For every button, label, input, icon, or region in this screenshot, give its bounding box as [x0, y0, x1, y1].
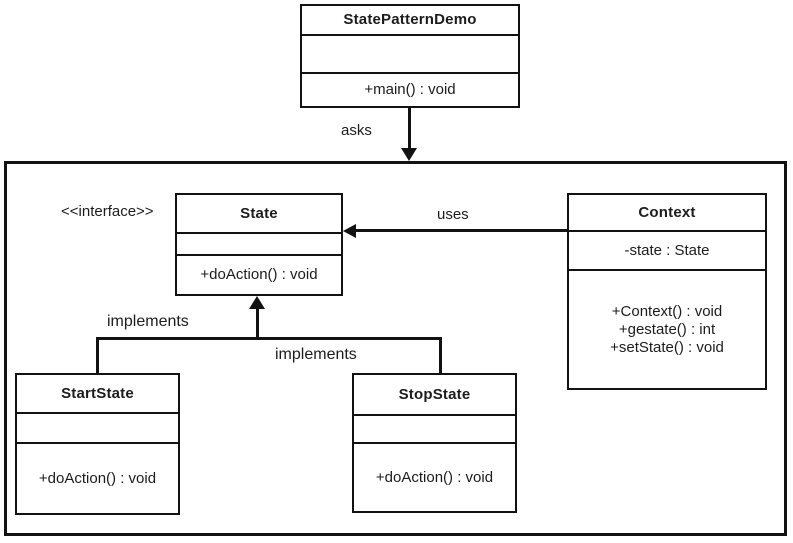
- implements-connector-horizontal-line: [96, 337, 442, 340]
- class-box-stopstate: StopState +doAction() : void: [352, 373, 517, 513]
- pattern-boundary-frame: [4, 161, 787, 536]
- attributes-compartment-startstate: [17, 412, 178, 442]
- implements-arrow-line: [256, 308, 259, 339]
- method-context-constructor: +Context() : void: [611, 302, 723, 320]
- class-name-context: Context: [638, 203, 696, 221]
- class-name-state: State: [240, 204, 278, 222]
- method-statepatterndemo-main: +main() : void: [364, 81, 456, 98]
- class-name-statepatterndemo: StatePatternDemo: [343, 11, 477, 28]
- uses-arrowhead-left-icon: [343, 224, 356, 238]
- method-state-doaction: +doAction() : void: [200, 266, 318, 283]
- method-startstate-doaction: +doAction() : void: [38, 469, 157, 487]
- class-name-stopstate: StopState: [398, 385, 471, 403]
- attribute-context-state: -state : State: [624, 241, 710, 259]
- uses-arrow-line: [355, 229, 567, 232]
- class-box-startstate: StartState +doAction() : void: [15, 373, 180, 515]
- implements-connector-right-line: [439, 337, 442, 373]
- attributes-compartment-state: [177, 232, 341, 254]
- class-box-statepatterndemo: StatePatternDemo +main() : void: [300, 4, 520, 108]
- class-box-context: Context -state : State +Context() : void…: [567, 193, 767, 390]
- method-stopstate-doaction: +doAction() : void: [375, 468, 494, 486]
- implements-connector-left-line: [96, 337, 99, 373]
- class-name-startstate: StartState: [61, 384, 134, 402]
- method-context-gestate: +gestate() : int: [618, 320, 716, 338]
- asks-arrow-line: [408, 108, 411, 150]
- class-box-state: State +doAction() : void: [175, 193, 343, 296]
- implements-label-stopstate: implements: [275, 346, 357, 363]
- interface-stereotype-label: <<interface>>: [61, 203, 154, 220]
- method-context-setstate: +setState() : void: [610, 338, 724, 356]
- attributes-compartment-stopstate: [354, 414, 515, 442]
- attributes-compartment-statepatterndemo: [302, 34, 518, 72]
- uses-label: uses: [437, 206, 469, 223]
- asks-arrowhead-down-icon: [401, 148, 417, 161]
- implements-label-startstate: implements: [107, 313, 189, 330]
- asks-label: asks: [341, 122, 372, 139]
- implements-arrowhead-up-icon: [249, 296, 265, 309]
